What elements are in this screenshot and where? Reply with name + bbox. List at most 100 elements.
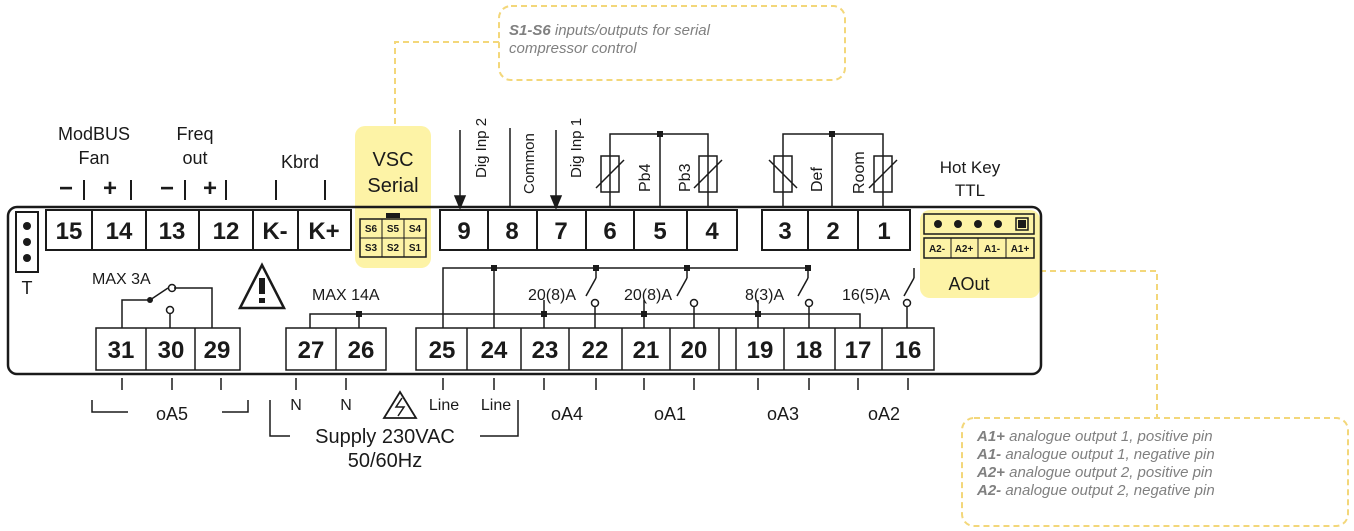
aout-callout-line: A1- analogue output 1, negative pin: [977, 446, 1215, 463]
t-connector: [15, 211, 39, 273]
modbus-label-1: ModBUS: [58, 124, 130, 144]
freq-plus: +: [203, 175, 217, 202]
max14a-label: MAX 14A: [312, 287, 380, 304]
terminal-K+: K+: [308, 218, 339, 245]
aout-pin-A2-: A2-: [929, 244, 945, 255]
supply-line2-label: Line: [481, 397, 511, 414]
modbus-plus: +: [103, 175, 117, 202]
warning-icon: [237, 262, 287, 310]
terminal-4: 4: [705, 218, 719, 245]
max3a-label: MAX 3A: [92, 271, 151, 288]
aout-connector: [923, 237, 1035, 259]
terminal-19: 19: [747, 337, 774, 364]
aout-pin-A1+: A1+: [1011, 244, 1030, 255]
terminal-5: 5: [653, 218, 666, 245]
terminal-6: 6: [603, 218, 616, 245]
serial-pin-S3: S3: [365, 243, 378, 254]
terminal-7: 7: [554, 218, 567, 245]
aout-callout-text: A1+ analogue output 1, positive pin A1- …: [977, 428, 1215, 500]
hotkey-label-1: Hot Key: [940, 158, 1001, 177]
oa1-label: oA1: [654, 404, 686, 424]
hotkey-connector: [923, 213, 1035, 235]
terminal-25: 25: [429, 337, 456, 364]
relay-1-rating: 20(8)A: [528, 287, 576, 304]
aout-highlight: [920, 210, 1040, 298]
aout-callout-line: A2- analogue output 2, negative pin: [977, 482, 1215, 499]
freq-label-2: out: [182, 148, 207, 168]
terminal-12: 12: [213, 218, 240, 245]
terminal-29: 29: [204, 337, 231, 364]
serial-callout-line2: compressor control: [509, 40, 637, 57]
terminal-26: 26: [348, 337, 375, 364]
serial-pin-S4: S4: [409, 224, 422, 235]
aout-label: AOut: [948, 274, 989, 294]
vsc-label-1: VSC: [372, 149, 413, 171]
terminal-18: 18: [796, 337, 823, 364]
terminal-21: 21: [633, 337, 660, 364]
supply-label-2: 50/60Hz: [348, 450, 423, 472]
def-label: Def: [809, 167, 826, 192]
room-label: Room: [851, 151, 868, 194]
controller-body: [6, 205, 1043, 376]
serial-callout-line1: inputs/outputs for serial: [550, 22, 710, 39]
terminal-3: 3: [778, 218, 791, 245]
serial-callout-leader: [394, 41, 499, 128]
supply-n1-label: N: [290, 397, 302, 414]
supply-label-1: Supply 230VAC: [315, 426, 455, 448]
dig-inp-1-label: Dig Inp 1: [568, 118, 585, 178]
terminal-30: 30: [158, 337, 185, 364]
terminal-1: 1: [877, 218, 890, 245]
supply-n2-label: N: [340, 397, 352, 414]
pb4-label: Pb4: [637, 163, 654, 192]
freq-minus: −: [160, 175, 174, 202]
high-voltage-icon: [382, 390, 418, 419]
oa2-label: oA2: [868, 404, 900, 424]
serial-callout-bold: S1-S6: [509, 22, 551, 39]
oa5-label: oA5: [156, 404, 188, 424]
vsc-label-2: Serial: [367, 175, 418, 197]
kbrd-label: Kbrd: [281, 152, 319, 172]
terminal-31: 31: [108, 337, 135, 364]
relay-3-rating: 8(3)A: [745, 287, 784, 304]
terminal-22: 22: [582, 337, 609, 364]
terminal-K-: K-: [262, 218, 287, 245]
terminal-27: 27: [298, 337, 325, 364]
serial-pin-S5: S5: [387, 224, 400, 235]
aout-pin-A1-: A1-: [984, 244, 1000, 255]
common-label: Common: [521, 133, 538, 194]
aout-pin-A2+: A2+: [955, 244, 974, 255]
relay-2-rating: 20(8)A: [624, 287, 672, 304]
terminal-24: 24: [481, 337, 508, 364]
terminal-8: 8: [505, 218, 518, 245]
terminal-14: 14: [106, 218, 133, 245]
aout-callout-box: [961, 417, 1349, 527]
vsc-highlight: [355, 126, 431, 268]
serial-pin-S6: S6: [365, 224, 378, 235]
hotkey-label-2: TTL: [955, 181, 985, 200]
terminal-23: 23: [532, 337, 559, 364]
terminal-15: 15: [56, 218, 83, 245]
terminal-2: 2: [826, 218, 839, 245]
terminal-13: 13: [159, 218, 186, 245]
modbus-label-2: Fan: [78, 148, 109, 168]
aout-callout-leader: [1040, 270, 1158, 418]
serial-pin-S2: S2: [387, 243, 400, 254]
terminal-16: 16: [895, 337, 922, 364]
terminal-17: 17: [845, 337, 872, 364]
oa3-label: oA3: [767, 404, 799, 424]
serial-pin-S1: S1: [409, 243, 422, 254]
relay-4-rating: 16(5)A: [842, 287, 890, 304]
aout-callout-line: A1+ analogue output 1, positive pin: [977, 428, 1213, 445]
terminal-20: 20: [681, 337, 708, 364]
modbus-minus: −: [59, 175, 73, 202]
freq-label-1: Freq: [176, 124, 213, 144]
terminal-9: 9: [457, 218, 470, 245]
serial-callout-text: S1-S6 inputs/outputs for serial compress…: [509, 22, 710, 58]
pb3-label: Pb3: [677, 163, 694, 192]
oa4-label: oA4: [551, 404, 583, 424]
supply-line1-label: Line: [429, 397, 459, 414]
dig-inp-2-label: Dig Inp 2: [473, 118, 490, 178]
t-label: T: [22, 278, 33, 298]
aout-callout-line: A2+ analogue output 2, positive pin: [977, 464, 1213, 481]
